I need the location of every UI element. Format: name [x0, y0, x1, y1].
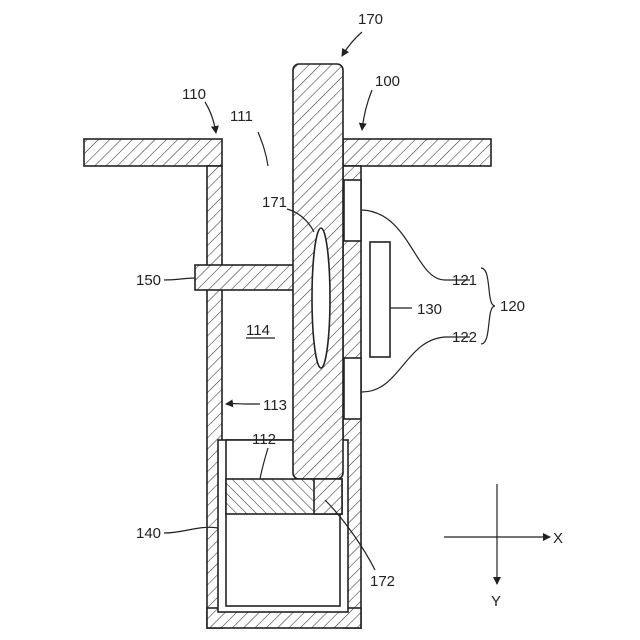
piston-tip-172	[314, 479, 342, 514]
sensor-122	[344, 358, 361, 419]
label-112: 112	[252, 431, 276, 448]
leader-170	[342, 32, 362, 56]
axis-y-label: Y	[491, 593, 501, 610]
leader-150	[164, 278, 195, 280]
sensor-121	[344, 180, 361, 241]
label-111: 111	[230, 108, 253, 125]
label-113: 113	[263, 397, 287, 414]
top-plate-left	[84, 139, 222, 166]
label-140: 140	[136, 525, 161, 542]
label-100: 100	[375, 73, 400, 90]
label-110: 110	[182, 86, 206, 103]
label-171: 171	[262, 194, 287, 211]
leader-110	[205, 102, 216, 133]
label-172: 172	[370, 573, 395, 590]
label-114: 114	[246, 322, 270, 339]
label-150: 150	[136, 272, 161, 289]
label-121: 121	[452, 272, 477, 289]
label-130: 130	[417, 301, 442, 318]
arm-150	[195, 265, 295, 290]
top-plate-right	[343, 139, 491, 166]
label-122: 122	[452, 329, 477, 346]
lens-171	[312, 228, 330, 368]
label-170: 170	[358, 11, 383, 28]
axis-x-label: X	[553, 530, 563, 547]
leader-111	[258, 132, 268, 166]
brace-120	[481, 268, 495, 344]
label-120: 120	[500, 298, 525, 315]
leader-100	[362, 90, 372, 130]
element-130	[370, 242, 390, 357]
